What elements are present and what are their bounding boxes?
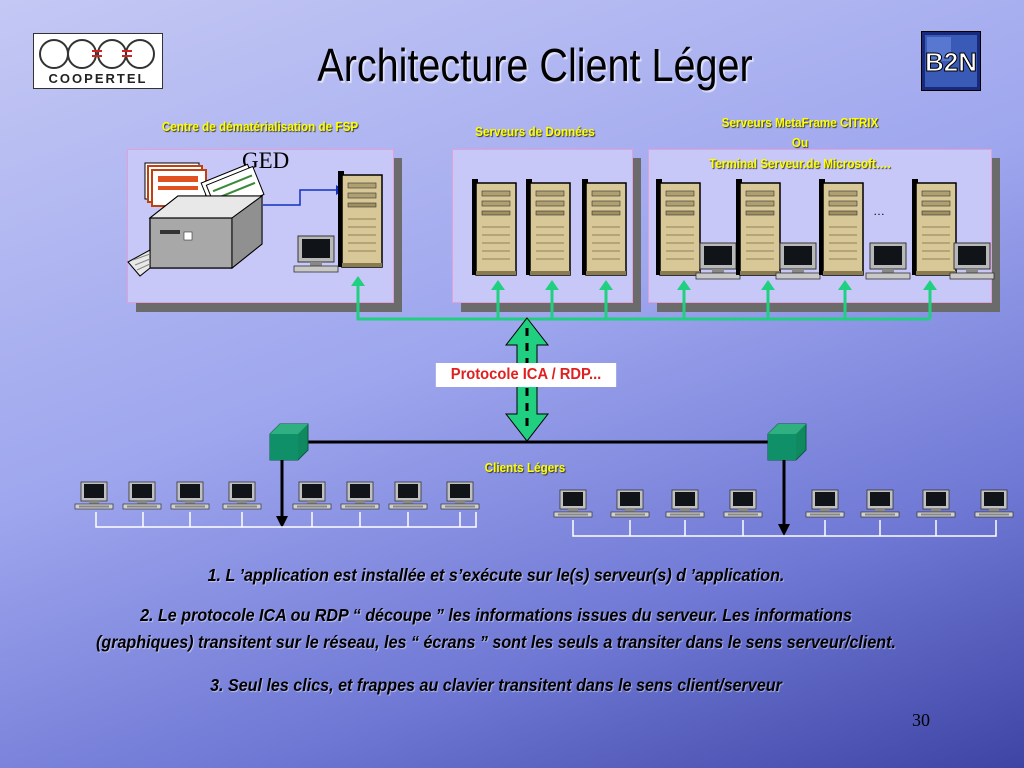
data-server-icon-2 [525,178,571,276]
data-servers-label: Serveurs de Données [475,124,595,139]
metaframe-monitor-icon-2 [775,242,821,280]
coopertel-logo: COOPERTEL [33,33,163,89]
coopertel-logo-text: COOPERTEL [48,71,148,86]
scan-arrow [263,189,336,206]
scanner-icon [127,195,264,277]
metaframe-label-line2: Ou [791,135,809,150]
clients-label: Clients Légers [484,460,566,475]
data-server-icon-1 [471,178,517,276]
metaframe-server-icon-2 [735,178,781,276]
caption-line-2a: 2. Le protocole ICA ou RDP “ découpe ” l… [140,605,852,625]
metaframe-label-line1: Serveurs MetaFrame CITRIX [721,115,879,130]
data-server-icon-3 [581,178,627,276]
caption-line-1: 1. L ’application est installée et s’exé… [207,565,785,585]
client-pc-icon [122,481,162,510]
right-client-group [553,489,1014,537]
metaframe-monitor-icon-1 [695,242,741,280]
client-pc-icon [665,489,705,518]
protocol-label: Protocole ICA / RDP... [435,363,617,387]
coopertel-rings-icon [39,39,155,69]
fsp-label: Centre de dématérialisation de FSP [161,119,359,134]
metaframe-label-line3: Terminal Serveur.de Microsoft…. [709,156,891,171]
client-pc-icon [805,489,845,518]
metaframe-monitor-icon-4 [949,242,995,280]
client-pc-icon [74,481,114,510]
ged-server-icon [337,170,383,268]
page-number: 30 [912,710,930,730]
metaframe-server-icon-1 [655,178,701,276]
client-pc-icon [388,481,428,510]
b2n-logo: B2N [920,30,982,92]
metaframe-server-icon-3 [818,178,864,276]
client-pc-icon [340,481,380,510]
client-pc-icon [860,489,900,518]
b2n-logo-icon: B2N [920,30,982,92]
server-bus [351,276,937,321]
more-servers-ellipsis: … [873,204,885,218]
left-client-group [74,481,480,528]
slide-title: Architecture Client Léger [317,39,753,91]
fsp-monitor-icon [293,235,339,273]
client-pc-icon [222,481,262,510]
client-pc-icon [440,481,480,510]
caption-line-3: 3. Seul les clics, et frappes au clavier… [210,675,782,695]
client-pc-icon [553,489,593,518]
client-pc-icon [974,489,1014,518]
client-pc-icon [916,489,956,518]
metaframe-monitor-icon-3 [865,242,911,280]
left-switch-icon [269,423,309,461]
metaframe-server-icon-4 [911,178,957,276]
right-switch-icon [767,423,807,461]
client-pc-icon [723,489,763,518]
client-pc-icon [292,481,332,510]
client-pc-icon [610,489,650,518]
client-pc-icon [170,481,210,510]
b2n-logo-text: B2N [925,47,977,77]
caption-line-2b: (graphiques) transitent sur le réseau, l… [96,632,896,652]
